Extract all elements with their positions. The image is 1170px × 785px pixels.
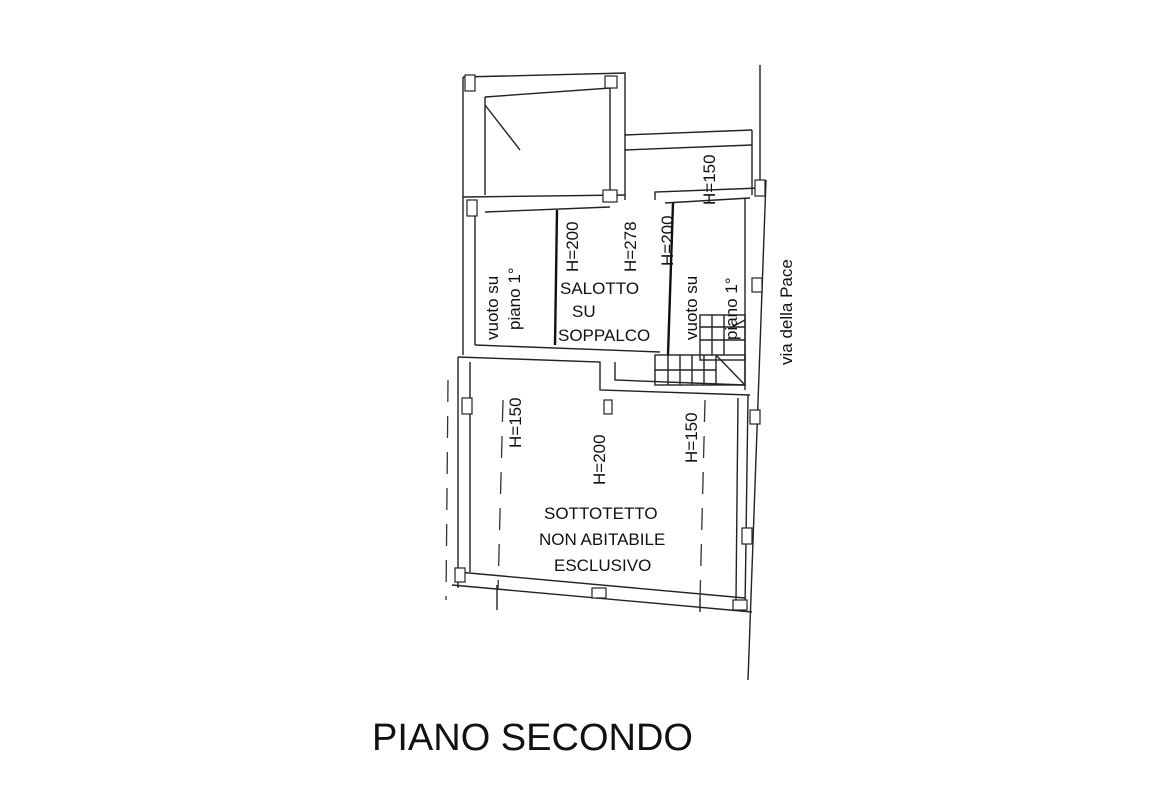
street-label: via della Pace	[777, 259, 796, 365]
plan-title: PIANO SECONDO	[372, 717, 693, 759]
walls	[451, 65, 767, 681]
salotto-label: SALOTTO SU SOPPALCO	[558, 279, 650, 345]
void-left-label: vuoto su piano 1°	[483, 267, 524, 340]
void-right-label: vuoto su piano 1°	[682, 276, 741, 340]
svg-text:SOPPALCO: SOPPALCO	[558, 326, 650, 345]
height-attic-right: H=150	[682, 412, 701, 463]
pillars	[454, 74, 766, 611]
svg-text:vuoto su: vuoto su	[682, 276, 701, 340]
svg-text:NON ABITABILE: NON ABITABILE	[539, 530, 665, 549]
svg-text:piano 1°: piano 1°	[505, 267, 524, 330]
svg-text:SU: SU	[572, 302, 596, 321]
svg-text:SALOTTO: SALOTTO	[560, 279, 639, 298]
height-attic-center: H=200	[590, 434, 609, 485]
height-salotto-left: H=200	[563, 221, 582, 272]
height-salotto-right: H=200	[658, 215, 677, 266]
height-salotto-center: H=278	[621, 221, 640, 272]
svg-text:SOTTOTETTO: SOTTOTETTO	[544, 504, 658, 523]
dashed-lines	[445, 379, 706, 601]
height-upper-right: H=150	[700, 154, 719, 205]
svg-text:ESCLUSIVO: ESCLUSIVO	[554, 556, 651, 575]
svg-text:vuoto su: vuoto su	[483, 276, 502, 340]
sottotetto-label: SOTTOTETTO NON ABITABILE ESCLUSIVO	[539, 504, 665, 575]
svg-text:piano 1°: piano 1°	[722, 277, 741, 340]
height-attic-left: H=150	[506, 397, 525, 448]
